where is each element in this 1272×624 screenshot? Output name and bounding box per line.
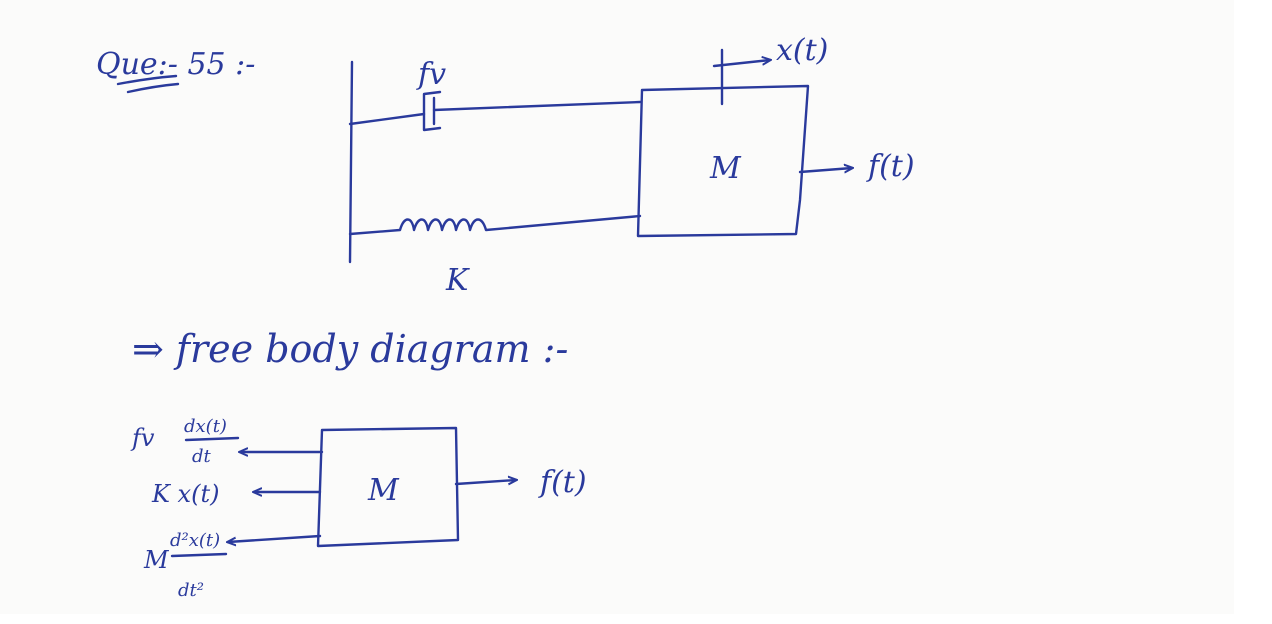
fbd-spring-force-label: K x(t) <box>151 480 219 508</box>
spring <box>348 214 642 236</box>
damper-label: fv <box>416 57 446 92</box>
displacement-label: x(t) <box>776 33 828 68</box>
mass-label: M <box>709 151 742 186</box>
damper-rod <box>432 100 642 112</box>
fbd-mass-label: M <box>367 473 400 508</box>
fbd-applied-force-arrow <box>454 480 516 484</box>
fbd-inertia-coefficient: M <box>143 546 170 574</box>
applied-force-arrow <box>798 168 852 172</box>
fbd-inertia-numerator: d²x(t) <box>170 530 220 551</box>
question-underline-2 <box>126 82 180 94</box>
damper-left-wire <box>348 112 426 126</box>
spring-label: K <box>445 263 470 298</box>
paper-bottom-edge <box>0 614 1272 624</box>
damper-cylinder <box>422 90 442 132</box>
fbd-inertia-force-arrow <box>228 534 322 542</box>
fbd-damper-coefficient: fv <box>130 424 155 452</box>
fbd-mass-block <box>316 426 460 548</box>
displacement-arrow <box>712 60 770 68</box>
paper-margin <box>1234 0 1272 624</box>
fixed-wall <box>348 60 354 264</box>
fbd-damper-fraction-bar <box>184 436 240 442</box>
question-underline-1 <box>116 74 178 86</box>
free-body-heading: ⇒ free body diagram :- <box>132 327 568 371</box>
applied-force-label: f(t) <box>866 149 915 184</box>
fbd-damper-numerator: dx(t) <box>184 416 227 437</box>
fbd-applied-force-label: f(t) <box>538 465 587 500</box>
fbd-inertia-fraction-bar <box>170 552 228 558</box>
mass-block <box>636 84 810 238</box>
fbd-inertia-denominator: dt² <box>178 580 204 601</box>
fbd-damper-denominator: dt <box>192 446 212 467</box>
